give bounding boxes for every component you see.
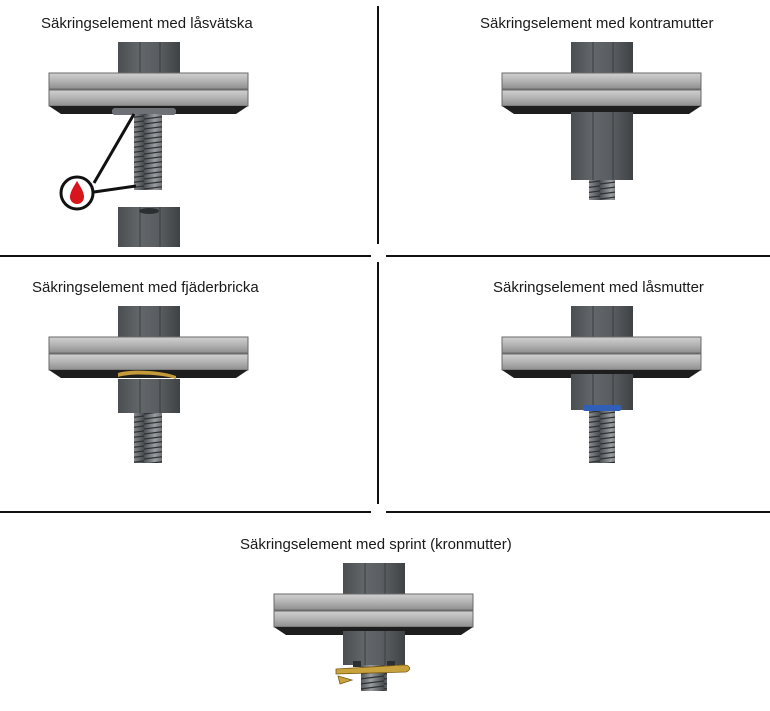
panel-title-fjaderbricka: Säkringselement med fjäderbricka: [32, 279, 259, 296]
divider-vertical-middle: [377, 262, 379, 504]
panel-title-kontramutter: Säkringselement med kontramutter: [480, 15, 714, 32]
bolt-thread: [134, 413, 162, 463]
callout-line-lower: [93, 184, 137, 194]
upper-plate: [501, 336, 702, 354]
assembly-fjaderbricka: [48, 306, 249, 463]
nut: [571, 112, 633, 148]
panel-title-lasmutter: Säkringselement med låsmutter: [493, 279, 704, 296]
bolt-thread: [134, 114, 162, 190]
bolt-head: [343, 563, 405, 597]
spring-washer: [118, 370, 176, 379]
divider-horizontal-bottom-left: [0, 511, 371, 513]
bolt-thread: [589, 180, 615, 200]
divider-vertical-top: [377, 6, 379, 244]
upper-plate: [48, 72, 249, 90]
assembly-kontramutter: [501, 42, 702, 200]
bolt-head: [571, 306, 633, 340]
upper-plate: [273, 593, 474, 611]
bolt-head: [118, 42, 180, 76]
assembly-lasvatska: [48, 42, 249, 247]
upper-plate: [48, 336, 249, 354]
cotter-pin: [335, 664, 410, 675]
nylon-insert: [583, 405, 621, 411]
castle-nut: [343, 631, 405, 665]
bolt-head: [118, 306, 180, 340]
panel-title-lasvatska: Säkringselement med låsvätska: [41, 15, 253, 32]
lock-nut: [571, 374, 633, 410]
washer: [112, 108, 176, 115]
lock-nut: [571, 148, 633, 180]
lower-plate: [48, 353, 249, 371]
bolt-head: [571, 42, 633, 76]
lower-plate: [501, 353, 702, 371]
assembly-lasmutter: [501, 306, 702, 463]
panel-title-sprint: Säkringselement med sprint (kronmutter): [240, 536, 512, 553]
assembly-sprint: [273, 563, 474, 691]
lower-plate: [501, 89, 702, 107]
upper-plate: [501, 72, 702, 90]
divider-horizontal-top-left: [0, 255, 371, 257]
divider-horizontal-bottom-right: [386, 511, 770, 513]
lower-plate: [48, 89, 249, 107]
nut: [118, 379, 180, 413]
loose-nut: [118, 207, 180, 247]
lower-plate: [273, 610, 474, 628]
callout-line-upper: [92, 113, 136, 184]
divider-horizontal-top-right: [386, 255, 770, 257]
bolt-thread: [589, 411, 615, 463]
